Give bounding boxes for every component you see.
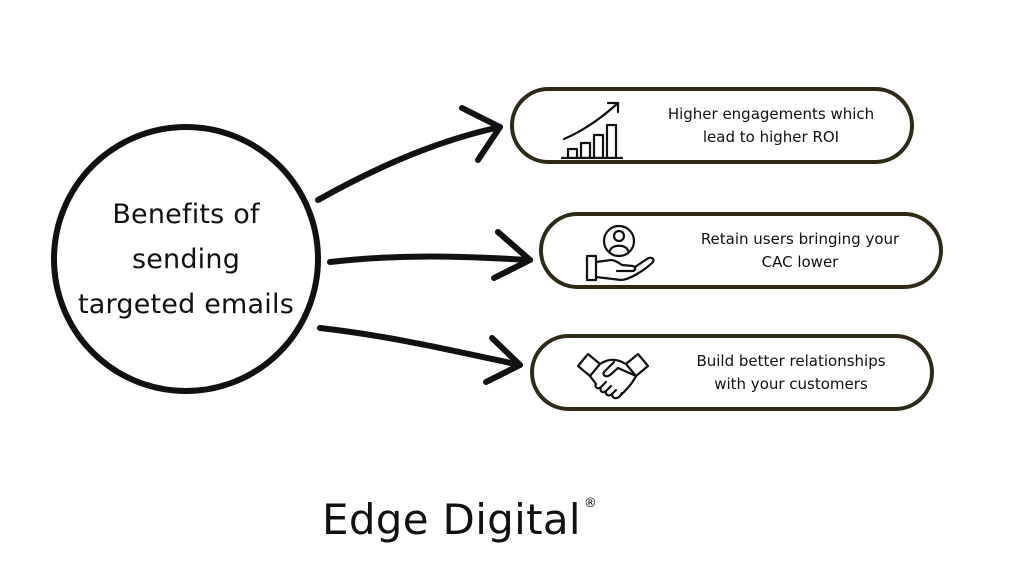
center-topic-line: targeted emails bbox=[78, 288, 294, 320]
arrow-to-relationships bbox=[317, 325, 523, 368]
arrow-to-retention bbox=[327, 253, 533, 265]
center-topic-line: Benefits of bbox=[112, 198, 260, 230]
benefit-card-engagement: Higher engagements which lead to higher … bbox=[510, 87, 914, 164]
benefit-text-line: Build better relationships bbox=[696, 351, 886, 370]
arrow-to-engagement bbox=[315, 124, 503, 203]
center-topic: Benefits of sending targeted emails bbox=[51, 124, 321, 394]
arrowhead-retention bbox=[491, 229, 533, 281]
registered-mark: ® bbox=[583, 496, 597, 511]
growth-chart-icon bbox=[556, 97, 630, 159]
brand-name: Edge Digital bbox=[322, 495, 581, 544]
benefit-text-line: Retain users bringing your bbox=[700, 229, 900, 248]
benefit-text-line: lead to higher ROI bbox=[702, 127, 840, 146]
handshake-icon bbox=[576, 344, 650, 406]
arrowhead-relationships bbox=[483, 335, 523, 385]
user-in-hand-icon bbox=[585, 222, 659, 284]
center-topic-line: sending bbox=[131, 243, 241, 275]
benefit-text-line: Higher engagements which bbox=[667, 104, 875, 123]
benefit-text: Retain users bringing your CAC lower bbox=[671, 216, 929, 285]
center-circle bbox=[51, 124, 321, 394]
brand-logo: Edge Digital ® bbox=[322, 490, 597, 550]
benefit-text: Build better relationships with your cus… bbox=[662, 338, 920, 407]
benefit-text-line: CAC lower bbox=[761, 252, 839, 271]
benefit-text: Higher engagements which lead to higher … bbox=[642, 91, 900, 160]
benefit-text-line: with your customers bbox=[714, 374, 868, 393]
benefit-card-relationships: Build better relationships with your cus… bbox=[530, 334, 934, 411]
arrowhead-engagement bbox=[459, 105, 503, 163]
benefit-card-retention: Retain users bringing your CAC lower bbox=[539, 212, 943, 289]
